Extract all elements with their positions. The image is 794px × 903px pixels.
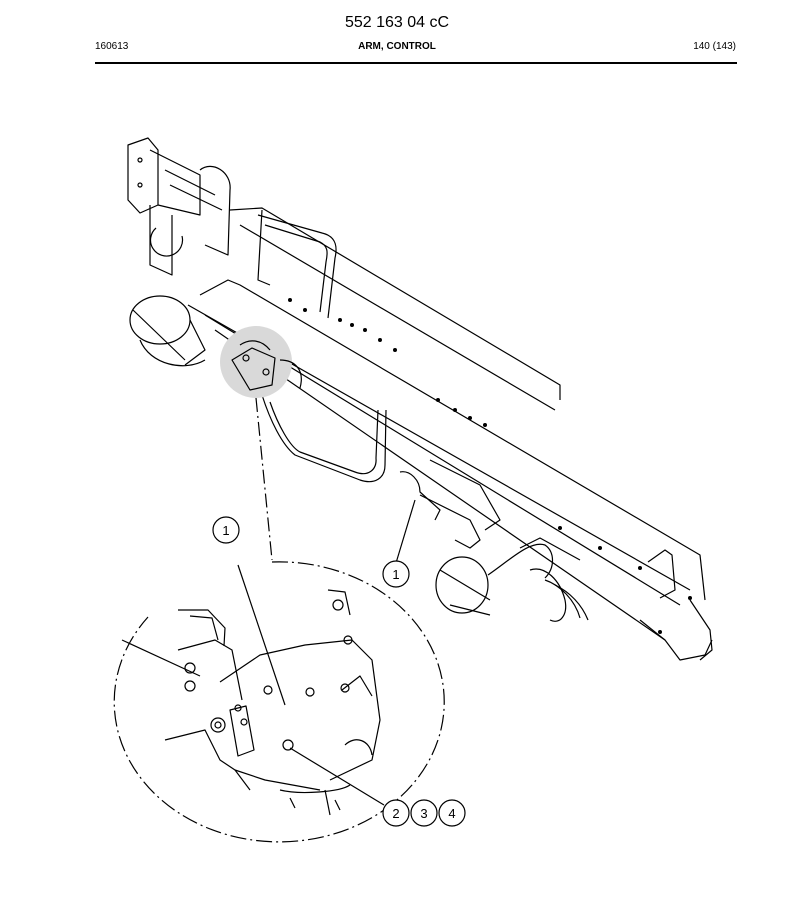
callout-detail-1: 1 [212, 516, 240, 544]
document-number: 552 163 04 cC [344, 14, 450, 31]
svg-text:2: 2 [392, 806, 399, 821]
boom-assembly [127, 137, 713, 661]
detail-callout-2-leader [289, 747, 385, 806]
callout-1-leader [395, 499, 416, 564]
detail-leader-line [255, 397, 273, 561]
callout-detail-2: 2 [382, 799, 410, 827]
page-title: ARM, CONTROL [358, 41, 436, 52]
date-code: 160613 [95, 41, 129, 52]
callout-detail-4: 4 [438, 799, 466, 827]
svg-text:1: 1 [392, 567, 399, 582]
svg-text:4: 4 [448, 806, 455, 821]
detail-callout-1-leader [237, 564, 286, 706]
callout-main-1: 1 [382, 560, 410, 588]
header-rule [95, 62, 737, 64]
svg-text:1: 1 [222, 523, 229, 538]
page-number: 140 (143) [693, 41, 736, 52]
svg-text:3: 3 [420, 806, 427, 821]
detail-highlight [220, 326, 292, 398]
callout-detail-3: 3 [410, 799, 438, 827]
